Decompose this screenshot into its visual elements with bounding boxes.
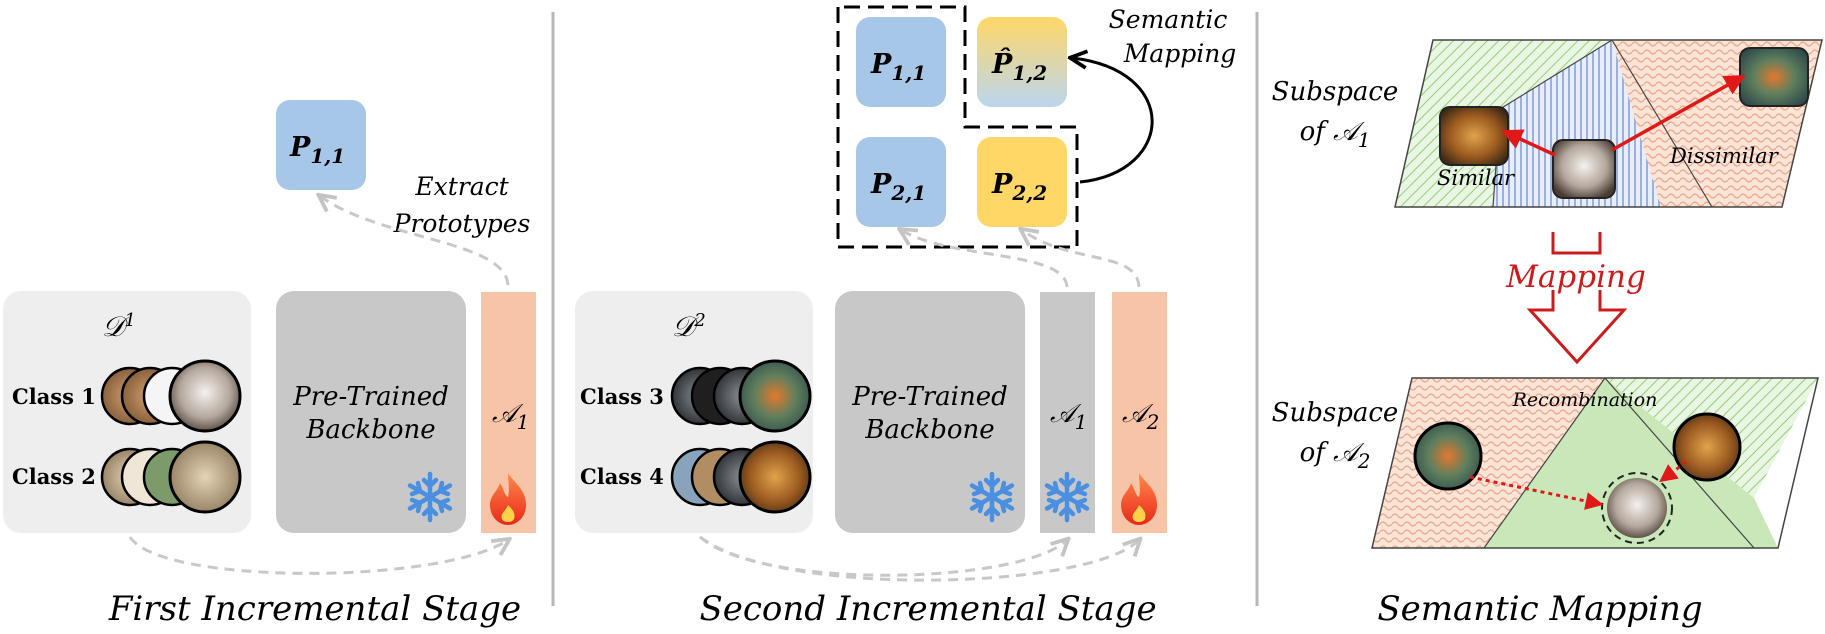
mapping-label: Mapping [1505, 259, 1646, 295]
recombination-label: Recombination [1512, 389, 1658, 411]
prototype-p11-stage1-label: P1,1 [289, 132, 345, 168]
backbone-2-line2: Backbone [864, 415, 994, 445]
stage2: 𝒟2 Class 3 Class 4 Pre-Trained Backbone … [575, 5, 1236, 629]
stage1: 𝒟1 Class 1 Class 2 Pre-Trained Backbone … [3, 100, 536, 629]
subspace2-outline [1371, 377, 1819, 549]
stage2-title: Second Incremental Stage [699, 589, 1156, 629]
lion-image [1672, 412, 1742, 482]
backbone-1-line2: Backbone [305, 415, 435, 445]
lion-image [1439, 106, 1509, 166]
data-flow-arrow-2a [699, 537, 1067, 577]
cat-image [1607, 478, 1667, 538]
mapping-arrow [1551, 232, 1602, 255]
prototype-p12-hat [977, 17, 1067, 107]
mapping-title: Semantic Mapping [1377, 589, 1702, 629]
adapter-a2 [1112, 292, 1167, 533]
bird-image [1739, 47, 1809, 107]
bird-image [738, 359, 812, 433]
class-3-label: Class 3 [580, 384, 664, 409]
semantic-mapping-arrow [1072, 58, 1154, 184]
data-flow-arrow-2b [699, 537, 1139, 582]
semantic-label-line2: Mapping [1123, 39, 1237, 68]
extract-arrow [320, 196, 510, 286]
backbone-2 [835, 291, 1025, 533]
adapter-a1-stage1 [481, 292, 536, 533]
dissimilar-label: Dissimilar [1669, 144, 1780, 168]
recombination-arrow-lion [1659, 460, 1687, 483]
prototype-p21 [856, 137, 946, 227]
dissimilar-arrow [1611, 74, 1746, 152]
extract-label-line1: Extract [414, 172, 509, 201]
subspace2-label-line1: Subspace [1272, 398, 1399, 428]
prototype-frame [836, 5, 1079, 249]
similar-arrow [1501, 129, 1556, 157]
backbone-1 [276, 291, 466, 533]
adapter-a1-frozen-label: 𝒜1 [1050, 399, 1087, 434]
subspace2-orange-region [1372, 378, 1605, 548]
prototype-p22-label: P2,2 [991, 169, 1047, 205]
prototype-p11-stage1 [276, 100, 366, 190]
subspace1-label-line2: of 𝒜1 [1300, 117, 1371, 152]
stage1-title: First Incremental Stage [108, 589, 521, 629]
prototype-p11 [856, 17, 946, 107]
subspace1-label-line1: Subspace [1272, 77, 1399, 107]
similar-label: Similar [1437, 166, 1516, 190]
lion-image [738, 440, 812, 514]
cat-image [1552, 139, 1616, 199]
class-4-label: Class 4 [580, 464, 664, 489]
dog-image [168, 440, 242, 514]
subspace1-blue-region [1493, 40, 1661, 207]
recombination-arrow-bird [1469, 475, 1604, 510]
subspace2-green-region [1484, 378, 1778, 548]
prototype-p11-label: P1,1 [870, 49, 926, 85]
extract-arrow-a2 [1022, 230, 1141, 288]
prototype-p22 [977, 137, 1067, 227]
extract-arrow-a1 [901, 230, 1069, 288]
class-2-label: Class 2 [12, 464, 96, 489]
class-1-label: Class 1 [12, 384, 96, 409]
mapping-arrow [1526, 290, 1628, 365]
subspace1-outline [1394, 39, 1823, 208]
subspace2-label-line2: of 𝒜2 [1300, 438, 1371, 473]
extract-label-line2: Prototypes [393, 209, 531, 238]
cat-image [168, 359, 242, 433]
semantic-mapping-panel: Subspace of 𝒜1 Similar Dissimilar Mappin… [1272, 39, 1823, 629]
backbone-2-line1: Pre-Trained [851, 382, 1008, 412]
backbone-1-line1: Pre-Trained [292, 382, 449, 412]
semantic-label-line1: Semantic [1109, 5, 1228, 34]
data-flow-arrow-1 [128, 536, 508, 575]
prototype-p21-label: P2,1 [870, 169, 926, 205]
bird-image [1413, 421, 1483, 491]
prototype-p12-hat-label: P̂1,2 [991, 47, 1047, 85]
